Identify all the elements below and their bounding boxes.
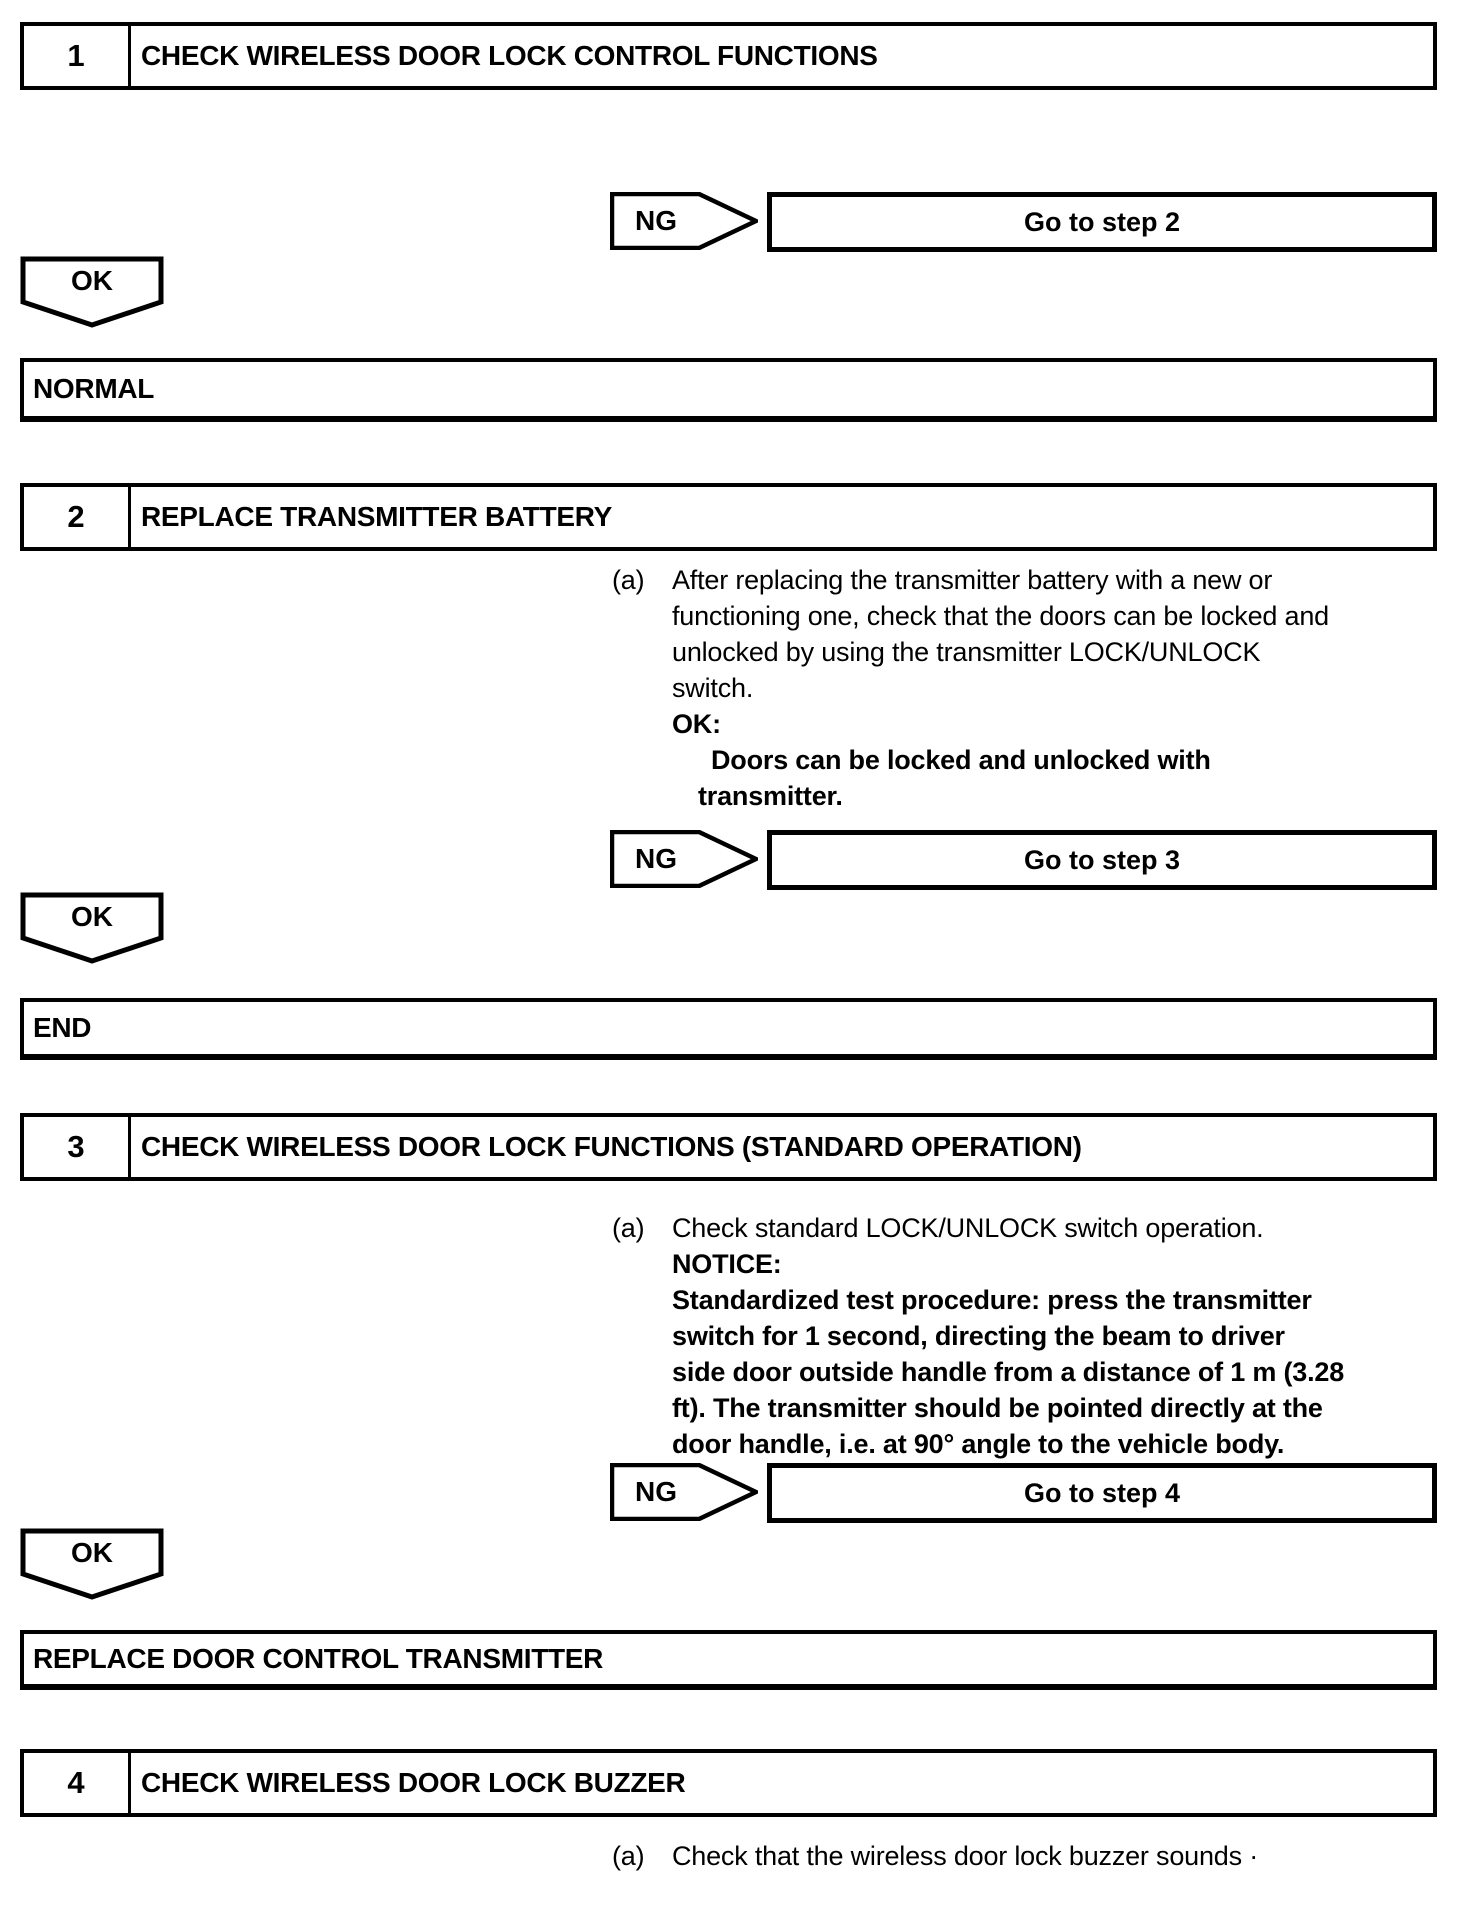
ok-pentagon-icon: [20, 892, 164, 964]
notice-heading: NOTICE:: [672, 1249, 782, 1279]
step-1-title: CHECK WIRELESS DOOR LOCK CONTROL FUNCTIO…: [141, 40, 878, 71]
step-4-instructions: (a) Check that the wireless door lock bu…: [612, 1838, 1258, 1874]
notice-line: side door outside handle from a distance…: [672, 1357, 1345, 1387]
ng-label: NG: [635, 842, 677, 874]
notice-line: ft). The transmitter should be pointed d…: [672, 1393, 1323, 1423]
step-3-number: 3: [24, 1117, 131, 1177]
result-box-end: END: [20, 998, 1437, 1060]
goto-step-3-label: Go to step 3: [1023, 844, 1180, 875]
ok-badge-1: OK: [20, 256, 164, 328]
instruction-marker: (a): [612, 1841, 645, 1871]
instruction-marker: (a): [612, 565, 645, 595]
ng-arrow-icon: [610, 830, 758, 888]
result-normal-label: NORMAL: [33, 373, 155, 404]
ok-label: OK: [71, 1537, 113, 1568]
notice-line: Standardized test procedure: press the t…: [672, 1285, 1312, 1315]
ng-badge-2: NG: [610, 830, 758, 888]
goto-step-2-box: Go to step 2: [767, 192, 1437, 252]
ok-badge-3: OK: [20, 1528, 164, 1600]
ng-badge-3: NG: [610, 1463, 758, 1521]
result-replace-label: REPLACE DOOR CONTROL TRANSMITTER: [33, 1643, 604, 1674]
step-3-title: CHECK WIRELESS DOOR LOCK FUNCTIONS (STAN…: [141, 1131, 1082, 1162]
ok-badge-2: OK: [20, 892, 164, 964]
ok-pentagon-icon: [20, 1528, 164, 1600]
goto-step-2-label: Go to step 2: [1023, 206, 1180, 237]
step-2-title: REPLACE TRANSMITTER BATTERY: [141, 501, 613, 532]
ng-arrow-icon: [610, 192, 758, 250]
ok-label: OK: [71, 901, 113, 932]
step-4-header: 4 CHECK WIRELESS DOOR LOCK BUZZER: [20, 1749, 1437, 1817]
ok-criteria-line: transmitter.: [698, 781, 843, 811]
step-2-header: 2 REPLACE TRANSMITTER BATTERY: [20, 483, 1437, 551]
instruction-line: After replacing the transmitter battery …: [672, 565, 1273, 595]
goto-step-4-box: Go to step 4: [767, 1463, 1437, 1523]
result-box-replace-transmitter: REPLACE DOOR CONTROL TRANSMITTER: [20, 1630, 1437, 1690]
instruction-line: Check that the wireless door lock buzzer…: [672, 1841, 1258, 1871]
step-3-header: 3 CHECK WIRELESS DOOR LOCK FUNCTIONS (ST…: [20, 1113, 1437, 1181]
instruction-line: functioning one, check that the doors ca…: [672, 601, 1329, 631]
notice-line: switch for 1 second, directing the beam …: [672, 1321, 1285, 1351]
step-2-instructions: (a) After replacing the transmitter batt…: [612, 562, 1329, 814]
step-1-number: 1: [24, 26, 131, 86]
step-4-title: CHECK WIRELESS DOOR LOCK BUZZER: [141, 1767, 686, 1798]
ok-criteria-line: Doors can be locked and unlocked with: [711, 745, 1211, 775]
result-end-label: END: [33, 1012, 92, 1043]
step-2-number: 2: [24, 487, 131, 547]
ng-arrow-icon: [610, 1463, 758, 1521]
step-1-header: 1 CHECK WIRELESS DOOR LOCK CONTROL FUNCT…: [20, 22, 1437, 90]
step-3-instructions: (a) Check standard LOCK/UNLOCK switch op…: [612, 1210, 1344, 1462]
instruction-line: unlocked by using the transmitter LOCK/U…: [672, 637, 1261, 667]
instruction-marker: (a): [612, 1213, 645, 1243]
instruction-line: switch.: [672, 673, 754, 703]
ng-badge-1: NG: [610, 192, 758, 250]
instruction-line: Check standard LOCK/UNLOCK switch operat…: [672, 1213, 1264, 1243]
ng-label: NG: [635, 204, 677, 236]
ok-label: OK: [71, 265, 113, 296]
ok-criteria-heading: OK:: [672, 709, 721, 739]
step-4-number: 4: [24, 1753, 131, 1813]
goto-step-3-box: Go to step 3: [767, 830, 1437, 890]
ng-label: NG: [635, 1475, 677, 1507]
ok-pentagon-icon: [20, 256, 164, 328]
notice-line: door handle, i.e. at 90° angle to the ve…: [672, 1429, 1285, 1459]
result-box-normal: NORMAL: [20, 358, 1437, 422]
goto-step-4-label: Go to step 4: [1023, 1477, 1180, 1508]
